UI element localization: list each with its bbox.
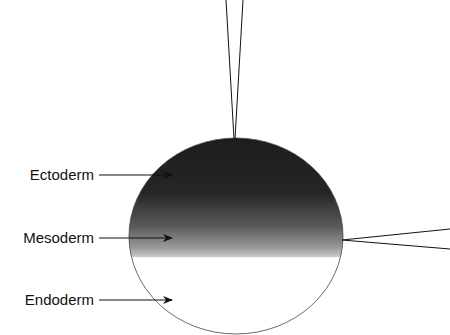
micropipette-top — [226, 0, 243, 139]
micropipette-side — [342, 229, 450, 249]
layer-label: Mesoderm — [23, 229, 94, 247]
layer-label: Endoderm — [25, 291, 94, 309]
embryo-sphere — [129, 138, 343, 334]
leader-arrows — [99, 175, 172, 300]
layer-label: Ectoderm — [30, 166, 94, 184]
